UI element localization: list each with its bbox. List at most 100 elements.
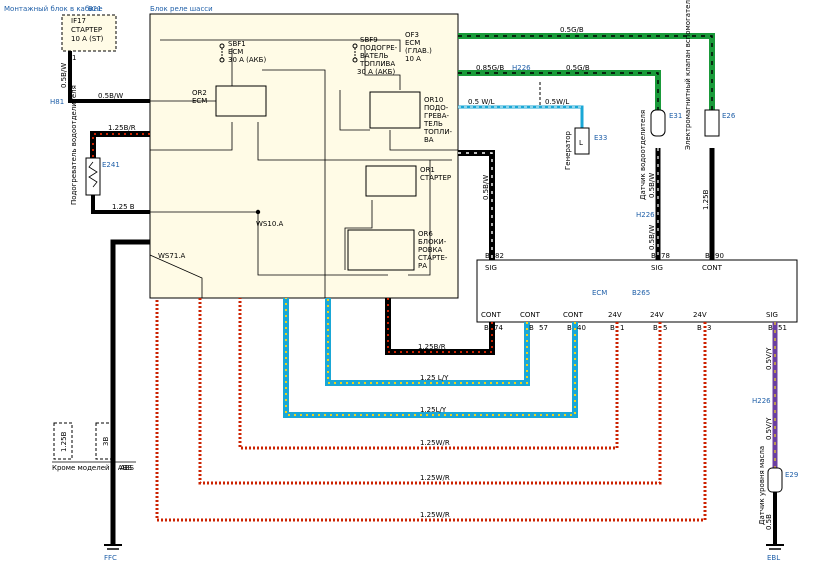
ecm-top-pin-2-label: CONT [702, 264, 723, 272]
wire-ground-ffc [110, 239, 150, 545]
wl-05gb-mid: 0.5G/B [566, 64, 590, 72]
cabin-fuse-l3: 10 А (ST) [71, 35, 104, 43]
e26-label: E26 [722, 112, 736, 120]
cabin-block-title: Монтажный блок в кабине [4, 5, 103, 13]
sbf9-l4: ТОПЛИВА [359, 60, 395, 68]
ws71-label: WS71.A [158, 252, 185, 260]
h226-e31-label: H226 [636, 211, 655, 219]
of3-l4: 10 A [405, 55, 421, 63]
wl-085gb: 0.85G/B [476, 64, 504, 72]
valve-e26 [704, 109, 720, 137]
wl-05bw-h: 0.5B/W [98, 92, 123, 100]
wl-05wl-1: 0.5 W/L [468, 98, 495, 106]
sbf1-l2: ECM [228, 48, 243, 56]
wl-125b: 1.25 B [112, 203, 135, 211]
relay-or6 [347, 229, 415, 271]
wl-05bw-e31a: 0.5B/W [648, 173, 656, 198]
ecm-top-pin-1-num: 78 [661, 252, 670, 260]
of3-l3: (ГЛАВ.) [405, 47, 432, 55]
wl-125ly-2: 1.25L/Y [420, 406, 447, 414]
ecm-bot-pin-6-b: B [768, 324, 773, 332]
wl-05gb-top: 0.5G/B [560, 26, 584, 34]
fuse-sbf9 [352, 43, 358, 63]
wl-05wl-2: 0.5W/L [545, 98, 569, 106]
wire-05bw-cabin [68, 51, 150, 103]
chassis-block-title: Блок реле шасси [150, 5, 213, 13]
wl-125wr-2: 1.25W/R [420, 474, 450, 482]
ecm-top-pin-0-label: SIG [485, 264, 497, 272]
wire-05bw-ecm [458, 150, 495, 260]
ecm-bot-pin-2-label: CONT [563, 311, 584, 319]
cabin-fuse-l2: СТАРТЕР [71, 26, 102, 34]
of3-l1: OF3 [405, 31, 419, 39]
legend-except-abs: Кроме моделей с ABS [52, 464, 132, 472]
wire-125ly-40 [283, 298, 578, 418]
or6-l2: БЛОКИ- [418, 238, 447, 246]
legend-box-3b [95, 422, 115, 460]
ffc-label: FFC [104, 554, 117, 562]
cabin-fuse-box [61, 14, 117, 52]
ecm-bot-pin-2-num: 40 [577, 324, 586, 332]
legend-3b: 3B [102, 437, 110, 446]
ecm-bot-pin-2-b: B [567, 324, 572, 332]
or1-l1: OR1 [420, 166, 435, 174]
wl-05vy-2: 0.5V/Y [765, 417, 773, 440]
ecm-bot-pin-0-b: B [484, 324, 489, 332]
cabin-block-id: B21 [88, 5, 102, 13]
wire-125wr-1 [238, 298, 619, 450]
e29-desc: Датчик уровня масла [758, 446, 766, 525]
or1-l2: СТАРТЕР [420, 174, 451, 182]
ecm-bot-pin-1-b: B [529, 324, 534, 332]
wire-125br-ecm74 [385, 298, 495, 355]
ebl-label: EBL [767, 554, 780, 562]
sbf1-l3: 30 A (АКБ) [228, 56, 266, 64]
or10-l1: OR10 [424, 96, 443, 104]
wl-125wr-1: 1.25W/R [420, 439, 450, 447]
ws10-label: WS10.A [256, 220, 283, 228]
ecm-bot-pin-4-b: B [653, 324, 658, 332]
e241-label: E241 [102, 161, 120, 169]
sensor-e31 [650, 109, 666, 137]
wl-125br-b: 1.25B/R [418, 343, 446, 351]
ecm-top-pin-2-b: B [705, 252, 710, 260]
of3-l2: ECM [405, 39, 420, 47]
or10-l2: ПОДО- [424, 104, 449, 112]
e31-label: E31 [669, 112, 682, 120]
ecm-top-pins: SIG B 82 SIG B 78 CONT B 90 [485, 252, 724, 272]
ecm-top-pin-2-num: 90 [715, 252, 724, 260]
wire-05wl-gen [458, 105, 584, 128]
wl-125b-e26: 1.25B [702, 189, 710, 210]
sbf9-l3: ВАТЕЛЬ [360, 52, 389, 60]
gen-l: L [579, 139, 583, 147]
ecm-module [476, 259, 798, 323]
heater-e241 [85, 157, 101, 196]
cabin-fuse-l1: IF17 [71, 17, 86, 25]
wl-125wr-3: 1.25W/R [420, 511, 450, 519]
h226-label: H226 [512, 64, 531, 72]
ecm-code: B265 [632, 289, 650, 297]
wl-05bw-ecm: 0.5B/W [482, 175, 490, 200]
sensor-e29 [767, 467, 783, 493]
ecm-bot-pin-6-num: 51 [778, 324, 787, 332]
h81-label: H81 [50, 98, 64, 106]
wl-05bw-v: 0.5B/W [60, 63, 68, 88]
wire-125br-e241 [90, 131, 150, 158]
e29-label: E29 [785, 471, 798, 479]
wl-05bw-e31b: 0.5B/W [648, 225, 656, 250]
ecm-top-pin-0-b: B [485, 252, 490, 260]
ecm-bot-pin-1-num: 57 [539, 324, 548, 332]
relay-or2 [215, 85, 267, 117]
ecm-bot-pin-6-label: SIG [766, 311, 778, 319]
or10-l6: ВА [424, 136, 434, 144]
ecm-bottom-pins: CONT B 74 CONT B 57 CONT B 40 24V B 1 24… [481, 311, 787, 332]
legend-box-125b [53, 422, 73, 460]
or10-l3: ГРЕВА- [424, 112, 450, 120]
ecm-top-pin-1-b: B [651, 252, 656, 260]
wire-125b-e241 [91, 195, 150, 214]
legend-abs: ABS [120, 464, 134, 472]
e241-desc: Подогреватель водоотделителя [70, 85, 78, 205]
or2-l2: ECM [192, 97, 207, 105]
wl-05vy-1: 0.5V/Y [765, 347, 773, 370]
ecm-bot-pin-3-b: B [610, 324, 615, 332]
sbf9-l1: SBF9 [360, 36, 378, 44]
